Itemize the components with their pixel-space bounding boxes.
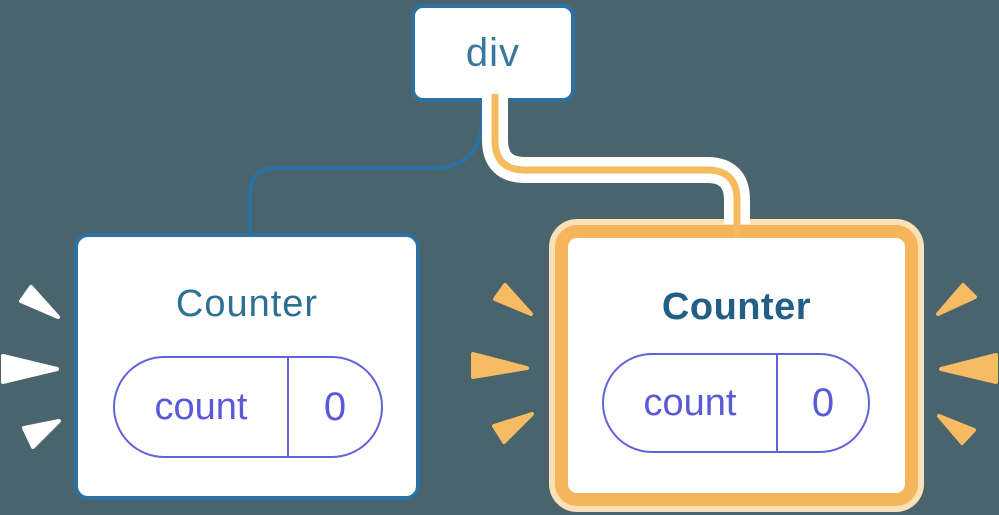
edge-casing [482,94,750,224]
spark-icon [937,414,976,445]
spark-icon [19,285,60,319]
spark-icon [22,419,61,449]
spark-icon [493,283,533,316]
state-key: count [643,381,737,424]
spark-icon [1,354,59,384]
edge-div-to-left-counter [248,102,484,240]
counter-card-plain: Counter count 0 [74,233,420,500]
spark-icon [939,353,998,384]
orange-spark-icons-left [471,283,534,444]
state-pill: count 0 [602,353,870,453]
counter-title: Counter [661,286,812,328]
counter-title: Counter [175,283,319,325]
state-pill: count 0 [113,356,383,458]
counter-card-highlighted: Counter count 0 [555,225,918,506]
spark-icon [492,412,534,444]
root-node-label: div [465,30,521,75]
orange-spark-icons-right [936,283,998,445]
white-spark-icons [1,285,61,449]
edge-div-to-right-counter [491,94,741,238]
state-value: 0 [776,355,868,451]
state-key: count [154,385,248,428]
root-node-div: div [411,4,575,102]
spark-icon [471,352,529,379]
state-value: 0 [287,358,381,456]
spark-icon [936,283,977,316]
